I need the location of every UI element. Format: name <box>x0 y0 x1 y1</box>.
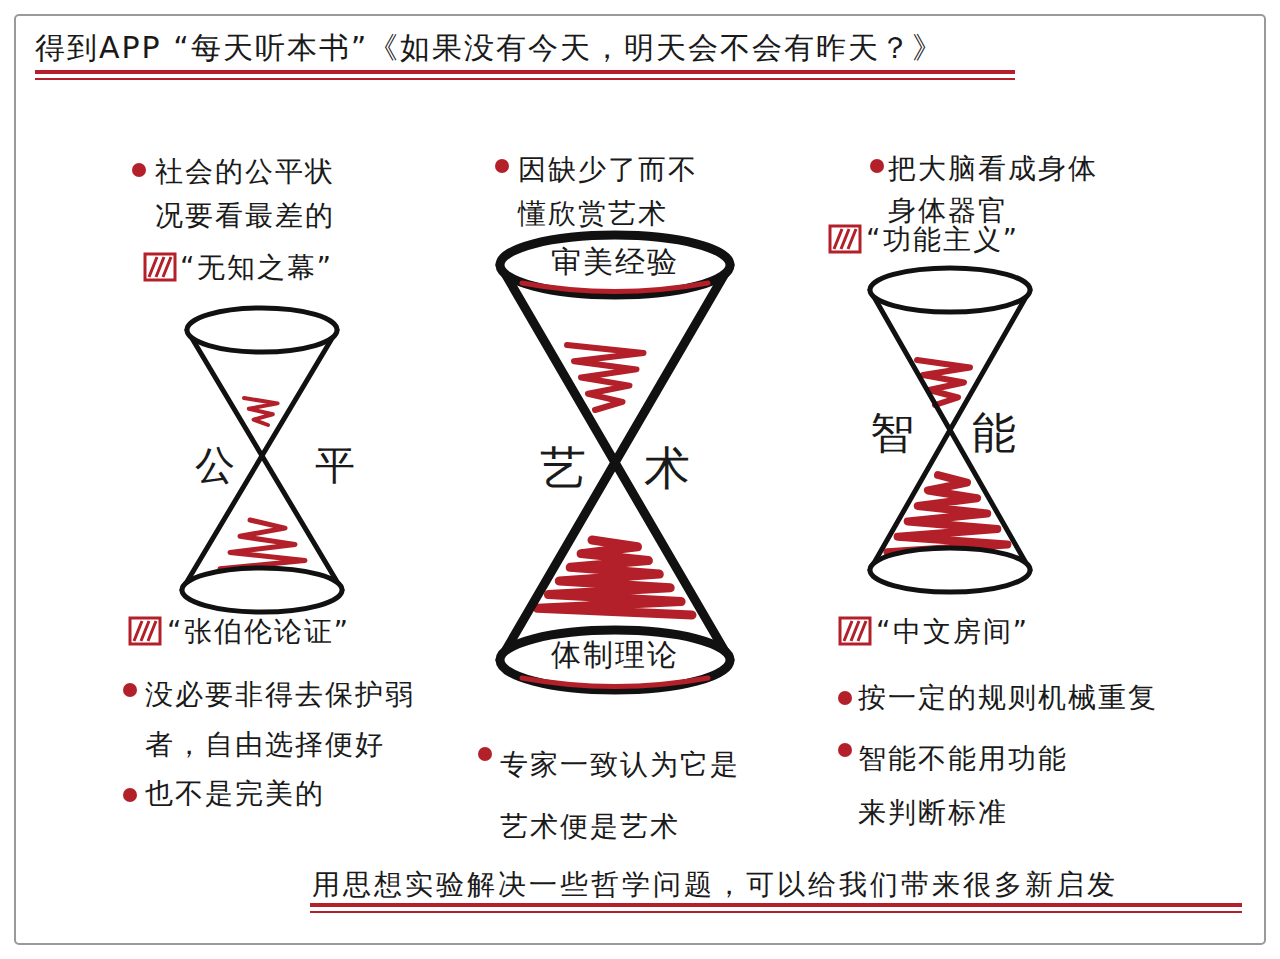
frame <box>15 15 1265 944</box>
note-label: 没必要非得去保护弱 者，自由选择便好 <box>145 670 435 770</box>
hourglass-bottom <box>500 630 730 690</box>
hourglass-node: 智能 <box>855 260 1040 600</box>
hatch-icon <box>840 618 870 644</box>
note-label: 专家一致认为它是 艺术便是艺术 <box>500 734 762 858</box>
title-underline <box>35 70 1015 74</box>
note-label: “张伯伦论证” <box>167 614 350 650</box>
hourglass-top <box>870 268 1030 312</box>
note-label: “无知之幕” <box>180 250 333 286</box>
hatch-icon <box>145 254 175 280</box>
note-label: “功能主义” <box>866 222 1019 258</box>
hatch-icon <box>830 226 860 252</box>
hourglass-bottom <box>182 568 342 612</box>
caption-text: 用思想实验解决一些哲学问题，可以给我们带来很多新启发 <box>312 866 1118 904</box>
note-label: 社会的公平状 况要看最差的 <box>155 150 355 238</box>
note-label: 也不是完美的 <box>145 776 325 812</box>
note-label: “中文房间” <box>876 614 1029 650</box>
bullets <box>123 159 884 802</box>
hourglass-top <box>187 308 337 352</box>
hourglass-top <box>500 235 730 295</box>
title-text: 得到APP “每天听本书”《如果没有今天，明天会不会有昨天？》 <box>35 28 944 69</box>
rim-accent <box>522 678 708 687</box>
hourglass-node: 公平 <box>150 300 360 620</box>
title-underline <box>35 78 1015 80</box>
node-title: 智能 <box>870 408 1074 459</box>
hourglass-bottom <box>870 548 1030 592</box>
caption-underline <box>310 911 1242 913</box>
node-title: 公平 <box>195 442 435 488</box>
note-label: 把大脑看成身体 身体器官 <box>888 148 1118 232</box>
hatch-icon <box>130 618 160 644</box>
node-subtitle: 审美经验 <box>551 245 679 280</box>
rim-accent <box>522 283 708 292</box>
hourglass-node: 审美经验艺术体制理论 <box>480 225 750 705</box>
sand-scribble <box>244 398 278 425</box>
caption-underline <box>310 903 1242 907</box>
note-label: 因缺少了而不 懂欣赏艺术 <box>518 148 718 236</box>
note-label: 按一定的规则机械重复 <box>858 680 1158 716</box>
note-label: 智能不能用功能 来判断标准 <box>858 732 1088 840</box>
node-subtitle: 体制理论 <box>551 638 679 673</box>
node-title: 艺术 <box>540 442 748 495</box>
